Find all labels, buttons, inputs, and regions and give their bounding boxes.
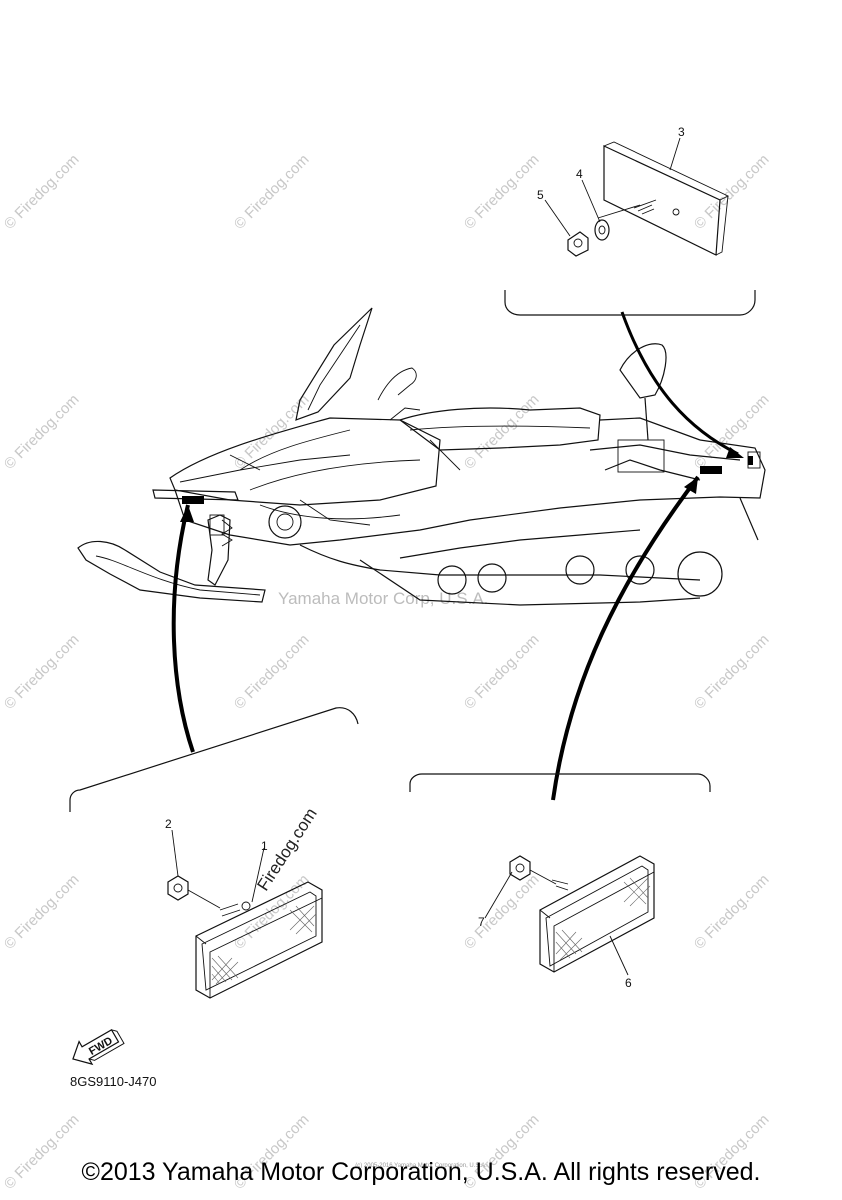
side-reflector-detail: [509, 855, 655, 973]
callout-2: 2: [165, 817, 172, 831]
watermark-tile: © Firedog.com: [231, 631, 313, 713]
watermark-tile: © Firedog.com: [691, 631, 773, 713]
callout-1: 1: [261, 839, 268, 853]
front-reflector-detail: [167, 875, 323, 999]
fwd-label: FWD: [87, 1035, 115, 1058]
footer-small-print: (c) 2005-2016 Yamaha Motor Corporation, …: [355, 1163, 487, 1169]
watermark-tile: © Firedog.com: [461, 631, 543, 713]
fwd-arrow-icon: FWD: [72, 1028, 125, 1066]
watermark-tile: © Firedog.com: [691, 871, 773, 953]
rear-reflector-marker: [748, 456, 753, 465]
watermark-tile: © Firedog.com: [231, 151, 313, 233]
leader-line-side: [551, 475, 700, 801]
detail-bracket-side: [409, 773, 711, 792]
watermark-tile: © Firedog.com: [461, 391, 543, 473]
part-code: 8GS9110-J470: [70, 1074, 157, 1089]
side-reflector-marker: [700, 466, 722, 474]
snowmobile-illustration: [77, 307, 766, 606]
detail-bracket-front: [69, 707, 359, 812]
watermark-tile: © Firedog.com: [1, 151, 83, 233]
center-watermark: Yamaha Motor Corp, U.S.A.: [278, 589, 488, 608]
callout-7: 7: [478, 915, 485, 929]
leader-line-front: [171, 504, 195, 753]
leader-line-rear: [620, 311, 739, 456]
rear-reflector-detail: [567, 141, 730, 257]
watermark-tile: © Firedog.com: [231, 391, 313, 473]
callout-3: 3: [678, 125, 685, 139]
watermark-tile: © Firedog.com: [461, 871, 543, 953]
callout-5: 5: [537, 188, 544, 202]
detail-bracket-rear: [504, 290, 756, 316]
callout-6: 6: [625, 976, 632, 990]
front-reflector-marker: [182, 496, 204, 504]
watermark-tile: © Firedog.com: [1, 391, 83, 473]
copyright-footer: ©2013 Yamaha Motor Corporation, U.S.A. A…: [81, 1158, 761, 1186]
watermark-tile: © Firedog.com: [461, 151, 543, 233]
watermark-layer: © Firedog.com © Firedog.com © Firedog.com ©…: [1, 151, 773, 1193]
callout-4: 4: [576, 167, 583, 181]
watermark-tile: © Firedog.com: [1, 631, 83, 713]
watermark-tile: © Firedog.com: [1, 871, 83, 953]
